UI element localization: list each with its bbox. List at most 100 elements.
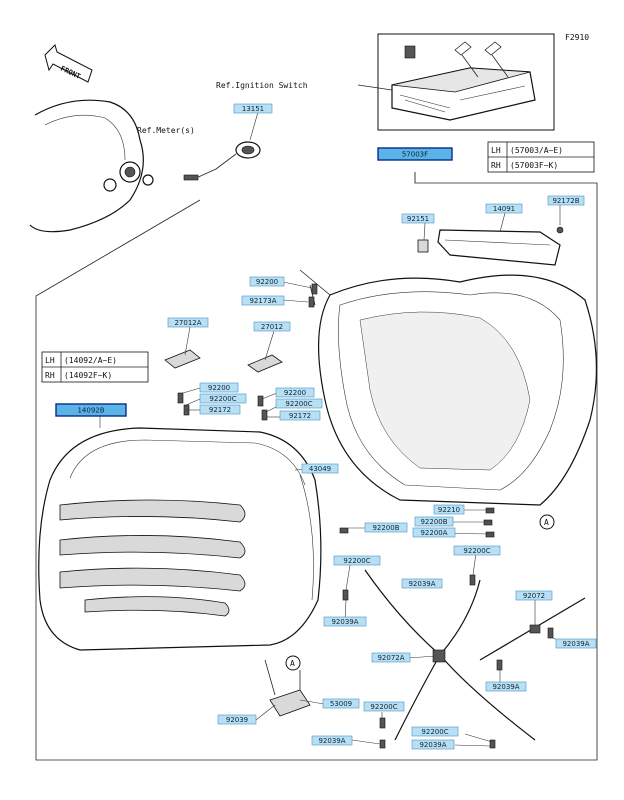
part-tag-43049: 43049 xyxy=(301,463,339,474)
svg-text:RH: RH xyxy=(491,161,501,170)
part-tag-92200c: 92200C xyxy=(363,701,405,712)
part-number-label: 92200C xyxy=(285,400,312,408)
bracket-53009 xyxy=(264,659,311,717)
part-tag-box xyxy=(371,652,411,663)
part-number-label: 92172 xyxy=(289,412,311,420)
cap-92151 xyxy=(417,239,429,253)
part-tag-92200c: 92200C xyxy=(453,545,501,556)
hinge-27012 xyxy=(247,354,283,373)
part-tag-box xyxy=(199,404,241,415)
part-number-label: 92072 xyxy=(523,592,545,600)
part-tag-box xyxy=(249,276,285,287)
svg-text:(14092F~K): (14092F~K) xyxy=(64,371,112,380)
part-number-label: 92200 xyxy=(284,389,306,397)
part-number-label: 92210 xyxy=(438,506,460,514)
part-tag-92039a: 92039A xyxy=(485,681,527,692)
svg-text:(57003/A~E): (57003/A~E) xyxy=(510,146,563,155)
part-tag-box xyxy=(55,403,127,417)
part-tag-box xyxy=(322,698,360,709)
part-tag-92200c: 92200C xyxy=(411,726,459,737)
hinge-27012a xyxy=(164,349,201,369)
part-tag-box xyxy=(485,203,523,214)
part-tag-box xyxy=(199,393,247,404)
part-tag-box xyxy=(199,382,239,393)
part-tag-box xyxy=(333,555,381,566)
part-tag-box xyxy=(233,103,273,114)
part-tag-14092b: 14092B xyxy=(55,403,127,417)
part-number-label: 92039A xyxy=(331,618,358,626)
part-number-label: 92039A xyxy=(562,640,589,648)
part-tag-92172b: 92172B xyxy=(547,195,585,206)
part-tag-92039a: 92039A xyxy=(323,616,367,627)
part-tag-box xyxy=(279,410,321,421)
part-tag-box xyxy=(412,527,456,538)
saddlebag-body xyxy=(299,269,598,506)
part-tag-box xyxy=(453,545,501,556)
part-tag-box xyxy=(323,616,367,627)
part-tag-92039a: 92039A xyxy=(311,735,353,746)
part-tag-92039a: 92039A xyxy=(401,578,443,589)
part-number-label: 92200 xyxy=(256,278,278,286)
part-tag-box xyxy=(217,714,257,725)
part-number-label: 92072A xyxy=(377,654,404,662)
part-number-label: 27012 xyxy=(261,323,283,331)
part-tag-box xyxy=(364,522,408,533)
callout-a-upper: A xyxy=(539,514,555,530)
part-tag-92039a: 92039A xyxy=(411,739,455,750)
part-tag-box xyxy=(241,295,285,306)
part-tag-13151: 13151 xyxy=(233,103,273,114)
part-tag-92072: 92072 xyxy=(515,590,553,601)
part-number-label: 14092B xyxy=(77,407,104,415)
svg-text:(57003F~K): (57003F~K) xyxy=(510,161,558,170)
ref-ignition-label: Ref.Ignition Switch xyxy=(216,81,308,90)
part-tag-92172: 92172 xyxy=(279,410,321,421)
screw-92172b xyxy=(556,226,564,234)
svg-text:A: A xyxy=(544,518,549,527)
part-number-label: 53009 xyxy=(330,700,352,708)
part-number-label: 92200C xyxy=(463,547,490,555)
part-tag-57003f: 57003F xyxy=(377,147,453,161)
front-arrow-icon: FRONT xyxy=(44,44,93,83)
part-number-label: 92200B xyxy=(372,524,399,532)
part-tag-92200a: 92200A xyxy=(412,527,456,538)
part-tag-box xyxy=(275,387,315,398)
part-tag-92200c: 92200C xyxy=(199,393,247,404)
callout-a-lower: A xyxy=(285,655,301,671)
svg-text:LH: LH xyxy=(45,356,55,365)
part-tag-box xyxy=(433,504,465,515)
part-tag-92200c: 92200C xyxy=(333,555,381,566)
part-tag-92200: 92200 xyxy=(249,276,285,287)
part-number-label: 27012A xyxy=(174,319,201,327)
part-tag-box xyxy=(275,398,323,409)
part-number-label: 92200C xyxy=(421,728,448,736)
svg-text:RH: RH xyxy=(45,371,55,380)
part-number-label: 92200A xyxy=(420,529,447,537)
socket-13151 xyxy=(183,141,261,181)
part-tag-box xyxy=(401,213,435,224)
part-number-label: 92172 xyxy=(209,406,231,414)
part-tag-box xyxy=(167,317,209,328)
part-number-label: 92200C xyxy=(343,557,370,565)
part-tag-box xyxy=(547,195,585,206)
part-tag-box xyxy=(253,321,291,332)
part-number-label: 92200 xyxy=(208,384,230,392)
part-number-label: 92172B xyxy=(552,197,579,205)
part-number-label: 43049 xyxy=(309,465,331,473)
part-number-label: 92151 xyxy=(407,215,429,223)
part-tag-92200c: 92200C xyxy=(275,398,323,409)
part-tag-box xyxy=(485,681,527,692)
ref-meter-label: Ref.Meter(s) xyxy=(137,126,195,135)
part-tag-box xyxy=(363,701,405,712)
part-tag-box xyxy=(411,726,459,737)
part-number-label: 92039A xyxy=(408,580,435,588)
part-number-label: 13151 xyxy=(242,105,264,113)
svg-text:(14092/A~E): (14092/A~E) xyxy=(64,356,117,365)
handle-14091 xyxy=(437,229,561,266)
part-tag-92200: 92200 xyxy=(199,382,239,393)
part-tag-92200b: 92200B xyxy=(364,522,408,533)
part-number-label: 92200C xyxy=(209,395,236,403)
part-tag-box xyxy=(411,739,455,750)
part-tag-14091: 14091 xyxy=(485,203,523,214)
part-number-label: 92039 xyxy=(226,716,248,724)
